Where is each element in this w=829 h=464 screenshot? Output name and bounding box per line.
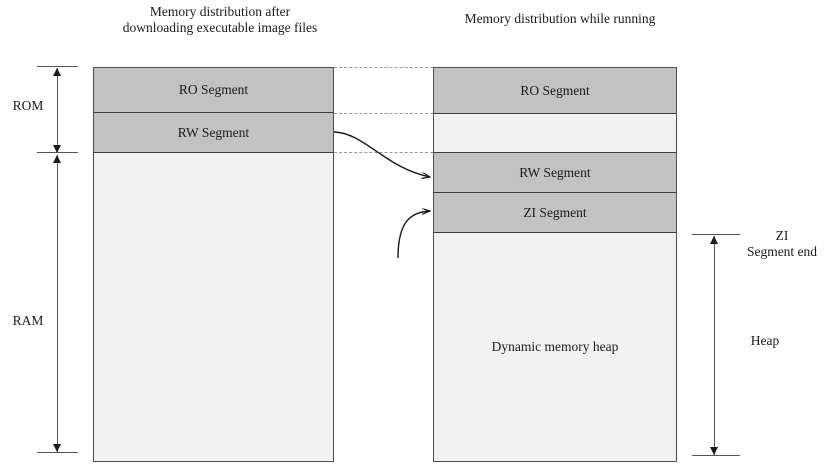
right-segment-heap-label: Dynamic memory heap: [491, 338, 619, 354]
rom-bracket-arrow-up: [53, 68, 61, 76]
ram-bracket-label: RAM: [12, 313, 44, 328]
left-segment-ro-label: RO Segment: [178, 82, 249, 97]
rom-bracket-tick-bottom: [37, 152, 78, 153]
rom-bracket-label: ROM: [12, 98, 44, 113]
left-segment-rw-label: RW Segment: [177, 124, 250, 140]
rom-bracket-arrow-down: [53, 145, 61, 153]
left-diagram-title: Memory distribution after downloading ex…: [122, 4, 318, 35]
heap-bracket-tick-bottom: [692, 455, 740, 456]
left-segment-free: [94, 153, 333, 460]
zi-segment-connector-arrow: [397, 211, 430, 259]
right-segment-gap: [434, 114, 676, 153]
zi-segment-end-label: ZI Segment end: [746, 228, 818, 259]
right-segment-heap: Dynamic memory heap: [434, 233, 676, 460]
heap-bracket-line: [714, 236, 715, 455]
guide-line-ro-bottom: [334, 113, 433, 114]
guide-line-top: [334, 67, 433, 68]
right-segment-rw: RW Segment: [434, 153, 676, 193]
left-segment-ro: RO Segment: [94, 68, 333, 113]
right-segment-zi-label: ZI Segment: [523, 204, 587, 220]
left-memory-block: RO Segment RW Segment: [93, 67, 334, 462]
left-segment-rw: RW Segment: [94, 113, 333, 153]
rom-bracket-tick-top: [37, 66, 78, 67]
rw-segment-connector-arrow: [333, 131, 430, 177]
ram-bracket-arrow-up: [53, 155, 61, 163]
heap-bracket-tick-top: [692, 234, 740, 235]
heap-bracket-arrow-up: [710, 236, 718, 244]
right-segment-ro-label: RO Segment: [520, 82, 590, 98]
ram-bracket-tick-bottom: [37, 452, 78, 453]
right-segment-ro: RO Segment: [434, 68, 676, 114]
ram-bracket-arrow-down: [53, 444, 61, 452]
right-segment-zi: ZI Segment: [434, 193, 676, 233]
rom-bracket-line: [57, 68, 58, 152]
ram-bracket-line: [57, 155, 58, 452]
right-diagram-title: Memory distribution while running: [464, 11, 656, 26]
heap-bracket-arrow-down: [710, 447, 718, 455]
heap-bracket-label: Heap: [750, 333, 780, 348]
right-memory-block: RO Segment RW Segment ZI Segment Dynamic…: [433, 67, 677, 462]
guide-line-rw-bottom: [334, 152, 433, 153]
right-segment-rw-label: RW Segment: [519, 164, 591, 180]
